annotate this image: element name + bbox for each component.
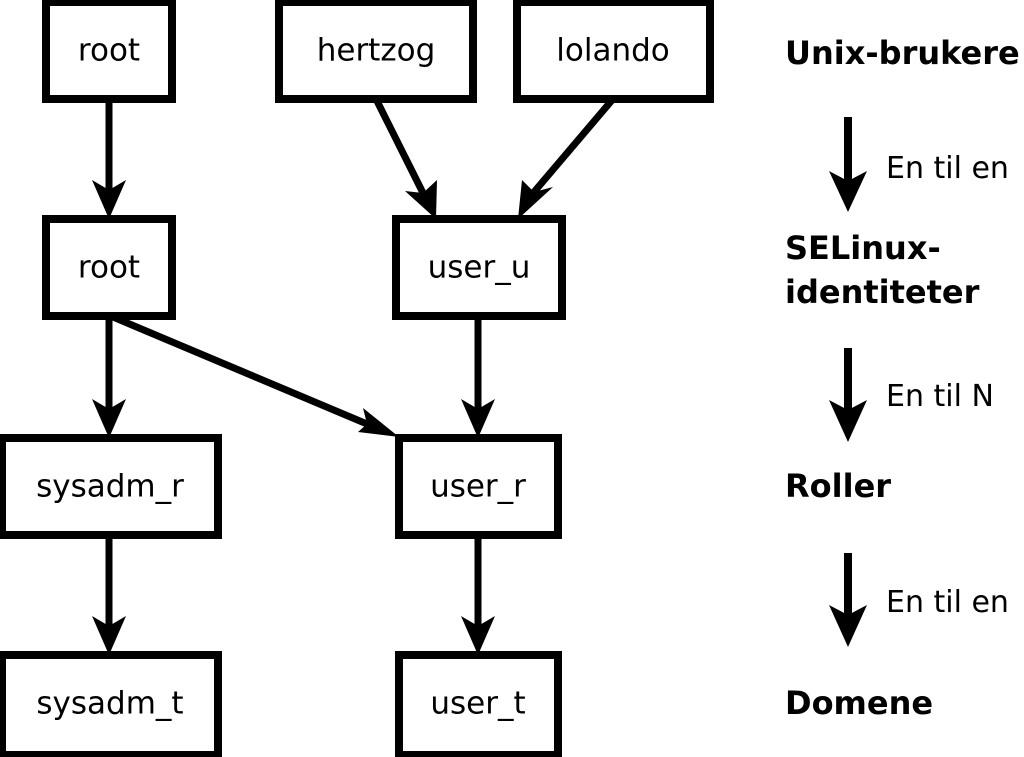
- node-box[interactable]: [42, 0, 176, 103]
- edge-user-u-to-user-r: [461, 316, 495, 438]
- node-label: root: [78, 33, 140, 69]
- node-label: user_t: [430, 686, 525, 722]
- arrowhead-icon: [405, 180, 437, 219]
- edge-layer: [92, 96, 616, 655]
- arrowhead-icon: [461, 399, 495, 438]
- node-domain-user-t[interactable]: user_t: [395, 651, 562, 757]
- node-unix-hertzog[interactable]: hertzog: [275, 0, 477, 103]
- node-box[interactable]: [0, 651, 222, 757]
- legend-layer-unix-users: Unix-brukere: [785, 34, 1020, 72]
- legend-relation-one-to-one-b: En til en: [886, 585, 1009, 620]
- arrowhead-icon: [829, 400, 867, 442]
- node-layer: root hertzog lolando root user_u sysadm_: [0, 0, 714, 757]
- node-selinux-root[interactable]: root: [42, 215, 176, 320]
- arrowhead-icon: [358, 408, 399, 437]
- edge-line: [111, 313, 369, 428]
- edge-se-root-to-user-r: [111, 313, 399, 437]
- node-box[interactable]: [392, 215, 566, 320]
- legend-layer-selinux-identities-line1: SELinux-: [785, 229, 941, 267]
- node-role-user-r[interactable]: user_r: [395, 434, 562, 539]
- node-box[interactable]: [0, 434, 222, 539]
- arrowhead-icon: [829, 171, 867, 212]
- node-label: sysadm_r: [36, 469, 184, 505]
- arrowhead-icon: [92, 180, 126, 219]
- arrowhead-icon: [92, 616, 126, 655]
- node-box[interactable]: [42, 215, 176, 320]
- legend-relation-one-to-n: En til N: [886, 379, 994, 414]
- legend-arrow-one-to-one-a: [829, 117, 867, 212]
- node-label: lolando: [556, 33, 669, 69]
- edge-hertzog-to-user-u: [372, 97, 437, 219]
- node-domain-sysadm-t[interactable]: sysadm_t: [0, 651, 222, 757]
- node-label: user_r: [430, 469, 526, 505]
- node-label: root: [78, 250, 140, 286]
- node-selinux-user-u[interactable]: user_u: [392, 215, 566, 320]
- edge-line: [531, 96, 616, 195]
- node-label: sysadm_t: [36, 686, 183, 722]
- edge-lolando-to-user-u: [518, 96, 616, 219]
- node-unix-root[interactable]: root: [42, 0, 176, 103]
- legend-layer-roles: Roller: [785, 467, 891, 505]
- node-box[interactable]: [513, 0, 714, 103]
- node-box[interactable]: [275, 0, 477, 103]
- legend-layer-domain: Domene: [785, 684, 933, 722]
- node-box[interactable]: [395, 434, 562, 539]
- edge-se-root-to-sysadm-r: [92, 316, 126, 438]
- node-role-sysadm-r[interactable]: sysadm_r: [0, 434, 222, 539]
- node-unix-lolando[interactable]: lolando: [513, 0, 714, 103]
- node-label: user_u: [428, 250, 531, 286]
- legend-arrow-one-to-n: [829, 348, 867, 442]
- arrowhead-icon: [518, 180, 553, 219]
- node-label: hertzog: [317, 33, 436, 69]
- arrowhead-icon: [829, 605, 867, 647]
- node-box[interactable]: [395, 651, 562, 757]
- edge-unix-root-to-se-root: [92, 99, 126, 219]
- edge-user-r-to-user-t: [461, 535, 495, 655]
- edge-sysadm-r-to-sysadm-t: [92, 535, 126, 655]
- legend-arrow-one-to-one-b: [829, 553, 867, 647]
- arrowhead-icon: [92, 399, 126, 438]
- legend-layer-selinux-identities-line2: identiteter: [785, 273, 980, 311]
- arrowhead-icon: [461, 616, 495, 655]
- legend-column: Unix-brukere En til en SELinux- identite…: [785, 34, 1020, 722]
- legend-relation-one-to-one-a: En til en: [886, 151, 1009, 186]
- edge-line: [372, 97, 427, 195]
